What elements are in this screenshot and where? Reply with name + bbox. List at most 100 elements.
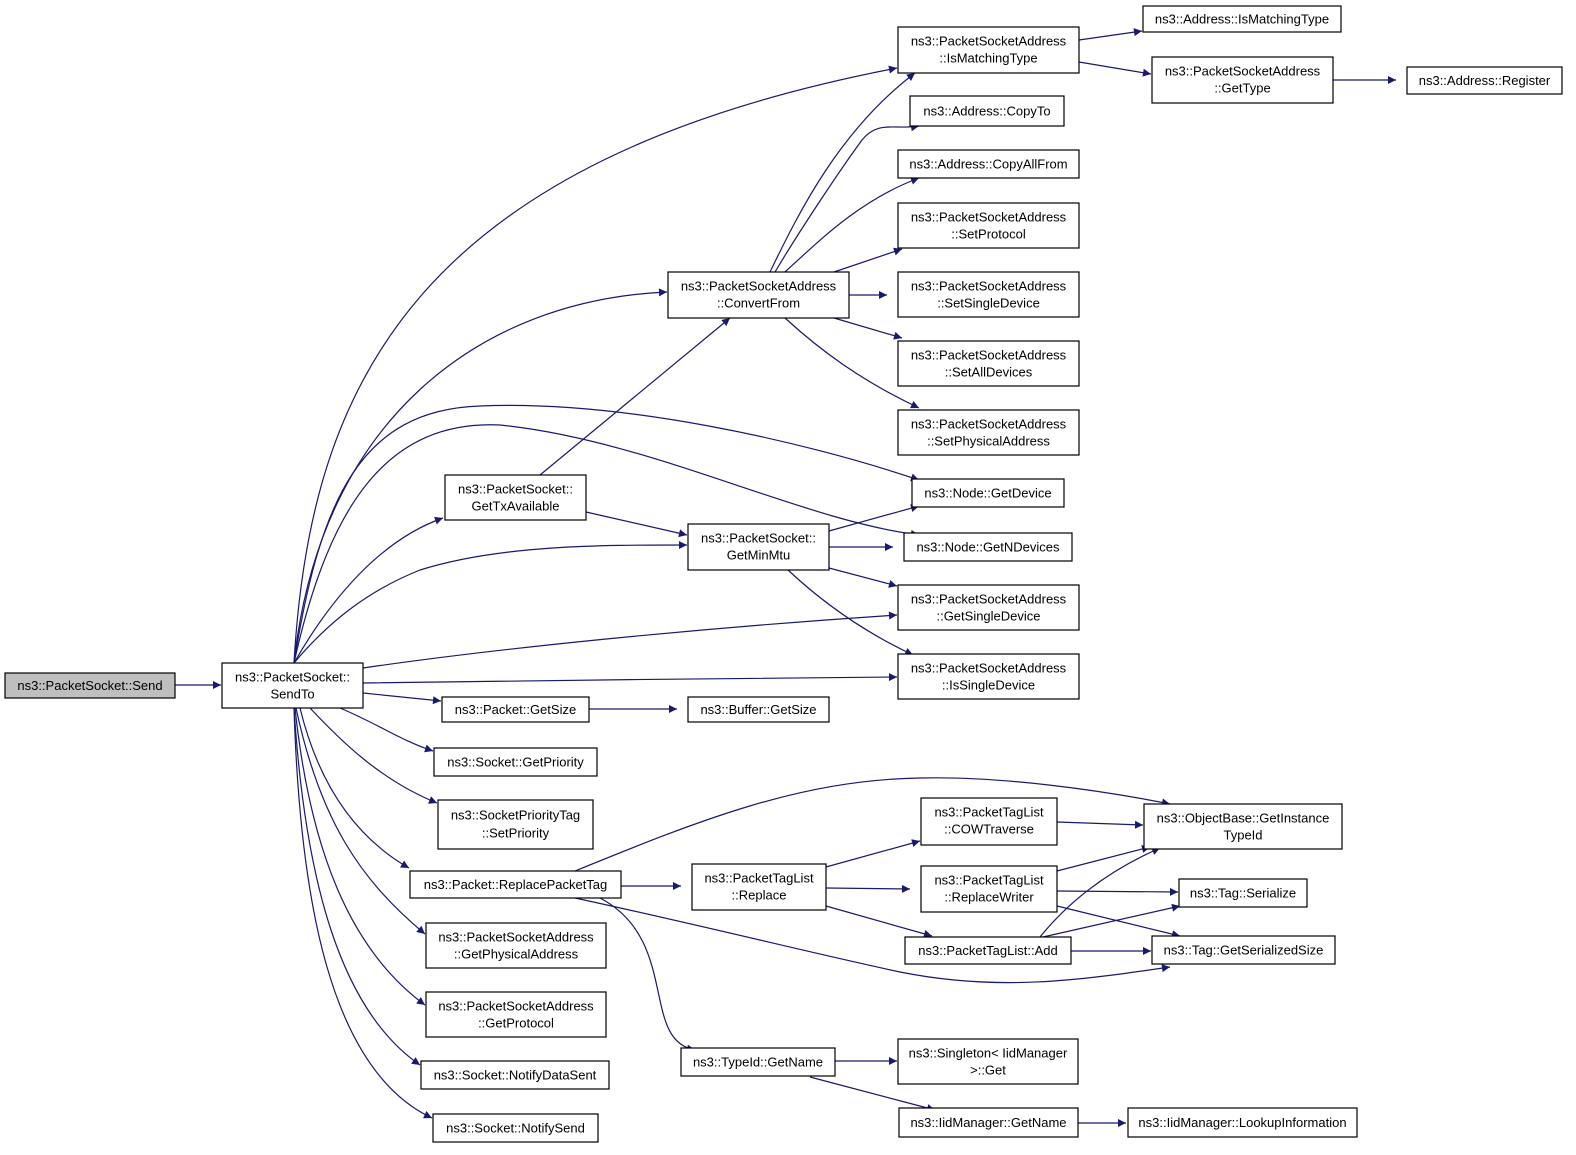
edge-convertfrom-psa-setall: [833, 317, 903, 340]
node-psa-setalldevices[interactable]: ns3::PacketSocketAddress ::SetAllDevices: [897, 340, 1080, 387]
node-label: ns3::PacketSocketAddress: [911, 279, 1067, 294]
node-label: ::SetProtocol: [951, 227, 1026, 242]
node-packetsocket-sendto[interactable]: ns3::PacketSocket:: SendTo: [221, 662, 364, 709]
node-packettaglist-cowtraverse[interactable]: ns3::PacketTagList ::COWTraverse: [920, 797, 1058, 846]
edge-pkt-replace-ob-getinst: [574, 777, 1171, 872]
node-iidmanager-getname[interactable]: ns3::IidManager::GetName: [898, 1107, 1079, 1138]
edge-sendto-node-getndevices: [293, 424, 920, 664]
node-label: ns3::PacketSocketAddress: [438, 999, 594, 1014]
node-psa-getprotocol[interactable]: ns3::PacketSocketAddress ::GetProtocol: [425, 991, 607, 1038]
node-psa-gettype[interactable]: ns3::PacketSocketAddress ::GetType: [1151, 56, 1334, 104]
node-label: ns3::PacketSocket::: [235, 670, 350, 685]
node-address-register[interactable]: ns3::Address::Register: [1406, 66, 1563, 95]
node-label: ns3::Packet::GetSize: [455, 702, 576, 717]
node-label: ns3::PacketSocketAddress: [1165, 64, 1321, 79]
node-psa-setprotocol[interactable]: ns3::PacketSocketAddress ::SetProtocol: [897, 202, 1080, 249]
node-label: ::GetProtocol: [478, 1016, 554, 1031]
edge-ptl-add-ob-getinst: [1039, 847, 1161, 938]
node-psa-setsingledevice[interactable]: ns3::PacketSocketAddress ::SetSingleDevi…: [897, 271, 1080, 318]
node-label: ns3::Tag::Serialize: [1190, 886, 1296, 901]
node-label: ns3::SocketPriorityTag: [451, 808, 580, 823]
node-label: ::COWTraverse: [944, 822, 1034, 837]
node-psa-setphysicaladdress[interactable]: ns3::PacketSocketAddress ::SetPhysicalAd…: [897, 409, 1080, 456]
node-socketprioritytag-setpriority[interactable]: ns3::SocketPriorityTag ::SetPriority: [437, 799, 594, 850]
edge-ptl-replace-ptl-add: [825, 905, 933, 938]
node-label: ns3::IidManager::GetName: [910, 1115, 1066, 1130]
node-label: ::ReplaceWriter: [944, 890, 1034, 905]
edges: [175, 28, 1396, 1127]
node-label: ns3::PacketSocketAddress: [911, 592, 1067, 607]
node-packettaglist-replace[interactable]: ns3::PacketTagList ::Replace: [691, 863, 827, 911]
node-node-getdevice[interactable]: ns3::Node::GetDevice: [911, 478, 1065, 508]
node-label: SendTo: [270, 687, 314, 702]
node-label: ns3::PacketTagList::Add: [918, 943, 1057, 958]
edge-sendto-spt-setprio: [309, 707, 438, 804]
node-label: >::Get: [970, 1063, 1006, 1078]
node-typeid-getname[interactable]: ns3::TypeId::GetName: [680, 1047, 836, 1077]
edge-convertfrom-psa-ismatching: [769, 72, 916, 273]
node-label: ns3::Node::GetDevice: [924, 486, 1051, 501]
node-label: ns3::PacketSocket::: [701, 531, 816, 546]
node-psa-issingledevice[interactable]: ns3::PacketSocketAddress ::IsSingleDevic…: [897, 653, 1080, 700]
edge-gettxavail-getminmtu: [585, 511, 688, 538]
node-packettaglist-add[interactable]: ns3::PacketTagList::Add: [904, 936, 1072, 965]
edge-getminmtu-node-getdevice: [828, 504, 920, 532]
node-packetsocket-send[interactable]: ns3::PacketSocket::Send: [4, 672, 176, 699]
edge-psa-ismatching-psa-gettype: [1078, 61, 1152, 77]
node-address-ismatchingtype[interactable]: ns3::Address::IsMatchingType: [1142, 5, 1342, 33]
edge-sendto-psa-getprotocol: [294, 707, 426, 1006]
node-psa-ismatchingtype[interactable]: ns3::PacketSocketAddress ::IsMatchingTyp…: [897, 26, 1080, 74]
node-buffer-getsize[interactable]: ns3::Buffer::GetSize: [687, 696, 830, 723]
nodes: ns3::PacketSocket::Send ns3::PacketSocke…: [4, 5, 1563, 1143]
node-psa-getphysicaladdress[interactable]: ns3::PacketSocketAddress ::GetPhysicalAd…: [425, 922, 607, 969]
node-address-copyallfrom[interactable]: ns3::Address::CopyAllFrom: [897, 149, 1080, 179]
edge-pkt-replace-typeid-getname: [599, 897, 696, 1053]
node-packettaglist-replacewriter[interactable]: ns3::PacketTagList ::ReplaceWriter: [920, 865, 1058, 913]
node-socket-notifydatasent[interactable]: ns3::Socket::NotifyDataSent: [420, 1060, 610, 1090]
node-label: ns3::PacketSocketAddress: [911, 210, 1067, 225]
node-label: ns3::PacketSocketAddress: [681, 279, 837, 294]
edge-sendto-psa-issingle: [362, 673, 898, 684]
node-label: ns3::Address::Register: [1419, 73, 1551, 88]
node-singleton-iidmanager-get[interactable]: ns3::Singleton< IidManager >::Get: [897, 1038, 1079, 1085]
node-packetsocket-getminmtu[interactable]: ns3::PacketSocket:: GetMinMtu: [687, 523, 830, 571]
node-label: ns3::PacketSocket::: [458, 482, 573, 497]
node-label: ns3::TypeId::GetName: [693, 1055, 823, 1070]
edge-gettxavail-convertfrom: [539, 317, 731, 476]
edge-pkt-replace-tag-getsersize: [574, 897, 1171, 984]
node-packetsocket-gettxavailable[interactable]: ns3::PacketSocket:: GetTxAvailable: [444, 474, 587, 521]
node-socket-getpriority[interactable]: ns3::Socket::GetPriority: [433, 747, 598, 777]
edge-ptl-replacewriter-ob-getinst: [1056, 845, 1151, 872]
node-tag-serialize[interactable]: ns3::Tag::Serialize: [1178, 878, 1308, 908]
edge-sendto-getminmtu: [293, 541, 688, 664]
edge-sendto-sock-getprio: [339, 707, 434, 753]
node-label: ::SetSingleDevice: [937, 296, 1040, 311]
node-psa-convertfrom[interactable]: ns3::PacketSocketAddress ::ConvertFrom: [667, 271, 850, 319]
node-objectbase-getinstancetypeid[interactable]: ns3::ObjectBase::GetInstance TypeId: [1143, 803, 1343, 850]
node-socket-notifysend[interactable]: ns3::Socket::NotifySend: [432, 1113, 599, 1143]
node-label: ns3::Node::GetNDevices: [916, 540, 1060, 555]
edge-ptl-replacewriter-tag-getsersize: [1056, 905, 1181, 938]
node-node-getndevices[interactable]: ns3::Node::GetNDevices: [903, 532, 1073, 562]
node-label: ::GetPhysicalAddress: [454, 947, 579, 962]
node-label: ns3::PacketSocketAddress: [911, 661, 1067, 676]
edge-sendto-psa-getphys: [295, 707, 426, 935]
edge-convertfrom-psa-setprotocol: [833, 247, 903, 273]
edge-sendto-pkt-getsize: [362, 692, 442, 705]
node-iidmanager-lookupinformation[interactable]: ns3::IidManager::LookupInformation: [1127, 1107, 1358, 1138]
node-address-copyto[interactable]: ns3::Address::CopyTo: [909, 95, 1065, 127]
node-packet-getsize[interactable]: ns3::Packet::GetSize: [441, 696, 590, 723]
node-tag-getserializedsize[interactable]: ns3::Tag::GetSerializedSize: [1151, 935, 1336, 965]
node-label: ns3::PacketSocketAddress: [438, 930, 594, 945]
edge-ptl-replace-ptl-replacewriter: [825, 884, 911, 893]
node-packet-replacepackettag[interactable]: ns3::Packet::ReplacePacketTag: [409, 870, 622, 899]
node-label: ns3::Socket::NotifyDataSent: [434, 1068, 597, 1083]
node-label: ns3::Address::CopyAllFrom: [909, 157, 1067, 172]
edge-sendto-psa-getsingle: [362, 611, 898, 669]
edge-sendto-pkt-replace: [299, 707, 410, 869]
edge-getminmtu-psa-issingle: [787, 569, 914, 656]
node-psa-getsingledevice[interactable]: ns3::PacketSocketAddress ::GetSingleDevi…: [897, 584, 1080, 631]
node-label: TypeId: [1223, 828, 1262, 843]
node-label: ns3::PacketTagList: [934, 805, 1044, 820]
node-label: ns3::Address::CopyTo: [923, 104, 1050, 119]
